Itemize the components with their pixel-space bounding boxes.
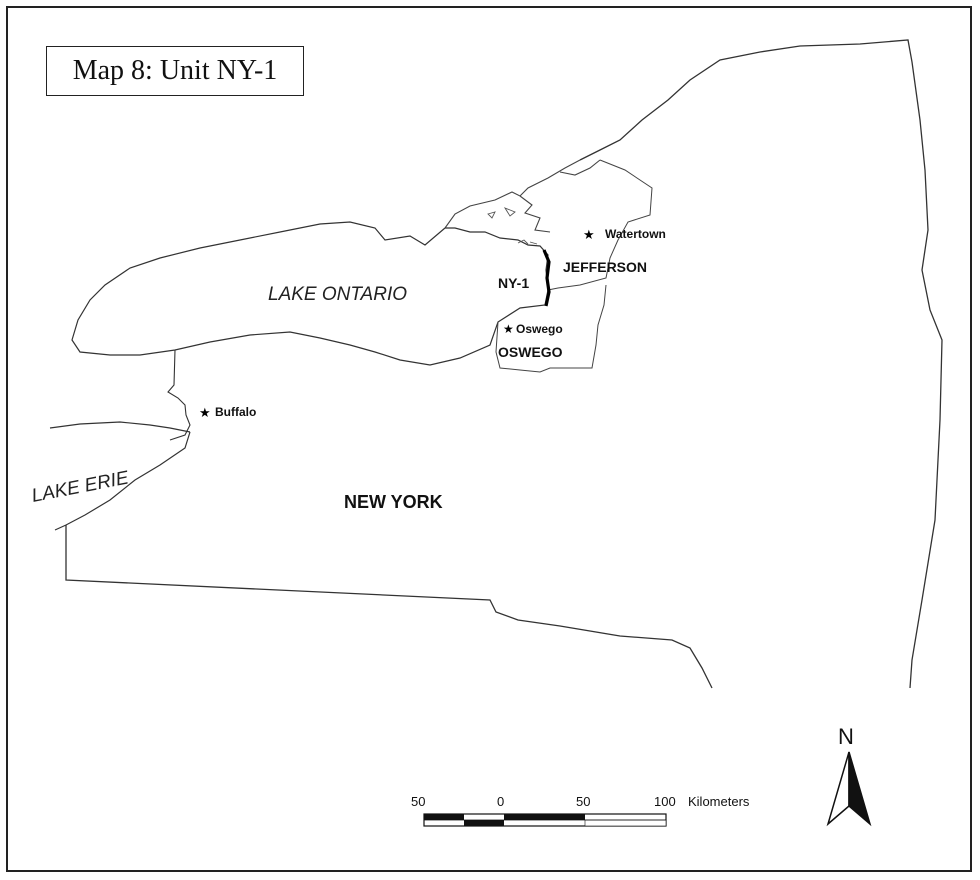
buffalo-label: Buffalo	[215, 405, 256, 419]
oswego-county-label: OSWEGO	[498, 344, 563, 360]
map-frame	[6, 6, 972, 872]
watertown-star-icon: ★	[583, 227, 595, 242]
scale-tick-label: 50	[576, 794, 590, 809]
lake-ontario-label: LAKE ONTARIO	[268, 284, 407, 305]
north-arrow-icon	[826, 751, 850, 827]
scale-tick-label: 100	[654, 794, 676, 809]
jefferson-county-boundary	[547, 159, 653, 291]
ny-1-unit-label: NY-1	[498, 275, 529, 291]
scale-tick-label: 0	[497, 794, 504, 809]
lake-ontario-shoreline	[71, 221, 549, 366]
watertown-label: Watertown	[605, 227, 666, 241]
new-york-label: NEW YORK	[344, 492, 443, 512]
oswego-star-icon: ★	[503, 322, 514, 336]
oswego-county-boundary	[495, 284, 607, 373]
ny-1-unit-segment	[542, 249, 551, 307]
scale-tick-label: 50	[411, 794, 425, 809]
niagara-frontier	[167, 349, 191, 441]
new-york-state-outline	[65, 39, 943, 689]
north-arrow: N	[826, 724, 872, 827]
buffalo-star-icon: ★	[199, 405, 211, 420]
st-lawrence-river	[444, 159, 601, 233]
scale-units-label: Kilometers	[688, 794, 750, 809]
jefferson-county-label: JEFFERSON	[563, 259, 647, 275]
oswego-label: Oswego	[516, 322, 563, 336]
north-label: N	[838, 724, 854, 749]
eastern-islands	[487, 207, 538, 245]
lake-erie-label: LAKE ERIE	[30, 467, 131, 506]
map-title: Map 8: Unit NY-1	[46, 46, 304, 96]
lake-erie-shoreline	[49, 421, 191, 531]
scale-bar: 50 0 50 100 Kilometers	[411, 794, 750, 827]
